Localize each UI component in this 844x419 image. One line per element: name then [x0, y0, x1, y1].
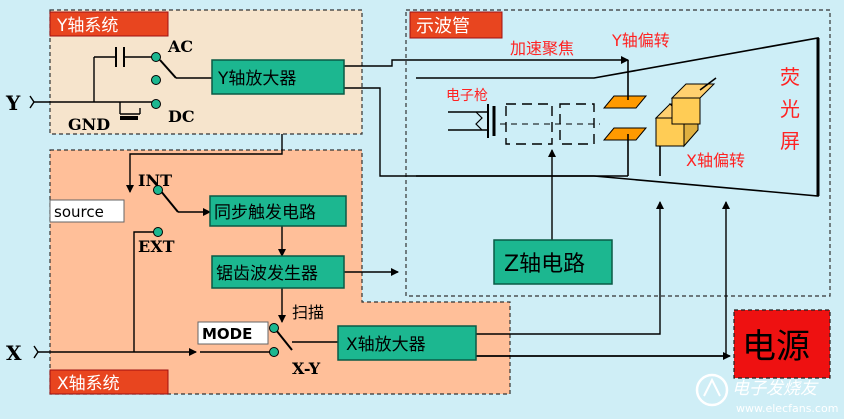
- watermark-url: www.elecfans.com: [736, 402, 838, 415]
- switch-contacts: [151, 52, 279, 357]
- z-circuit-block: Z轴电路: [493, 239, 613, 285]
- accel-focus-label: 加速聚焦: [510, 39, 574, 58]
- watermark: 电子发烧友 www.elecfans.com: [695, 373, 838, 415]
- x-amplifier-block: X轴放大器: [337, 325, 477, 361]
- gnd-label: GND: [68, 115, 110, 134]
- mode-tag: MODE: [197, 321, 269, 345]
- screen-label-1: 荧: [780, 65, 800, 89]
- crt-title: 示波管: [416, 16, 470, 37]
- power-block: 电源: [733, 309, 831, 379]
- watermark-logo-mark: [703, 377, 721, 397]
- y-input-label: Y: [5, 91, 21, 115]
- sawtooth-generator-block: 锯齿波发生器: [211, 255, 345, 289]
- mode-label: MODE: [202, 325, 252, 343]
- x-amplifier-label: X轴放大器: [346, 335, 426, 355]
- source-label: source: [54, 203, 104, 221]
- screen-label-3: 屏: [780, 129, 800, 153]
- electron-gun: [448, 104, 496, 138]
- electron-gun-label: 电子枪: [446, 87, 488, 104]
- x-system-title: X轴系统: [57, 374, 120, 394]
- wires: [29, 47, 731, 360]
- dc-label: DC: [168, 107, 195, 126]
- sweep-label: 扫描: [292, 303, 324, 322]
- sync-trigger-block: 同步触发电路: [209, 195, 347, 227]
- y-amplifier-block: Y轴放大器: [211, 59, 345, 95]
- x-deflect-label: X轴偏转: [686, 151, 745, 170]
- ac-label: AC: [167, 37, 193, 56]
- screen-label-2: 光: [780, 97, 800, 121]
- y-amplifier-label: Y轴放大器: [217, 69, 296, 89]
- crt-panel: 示波管: [405, 9, 831, 297]
- y-deflection-plates: [602, 60, 648, 176]
- int-label: INT: [138, 171, 172, 190]
- sawtooth-generator-label: 锯齿波发生器: [216, 264, 318, 284]
- y-deflect-label: Y轴偏转: [611, 31, 670, 50]
- watermark-text: 电子发烧友: [732, 379, 819, 399]
- z-circuit-label: Z轴电路: [504, 252, 585, 277]
- power-label: 电源: [742, 327, 810, 367]
- sync-trigger-label: 同步触发电路: [214, 203, 316, 223]
- y-system-title: Y轴系统: [56, 16, 118, 36]
- x-input-label: X: [6, 341, 22, 365]
- source-tag: source: [49, 199, 125, 223]
- xy-label: X-Y: [292, 359, 321, 378]
- x-deflection-plates: [654, 77, 717, 176]
- ext-label: EXT: [138, 237, 175, 256]
- watermark-logo-icon: [695, 373, 729, 407]
